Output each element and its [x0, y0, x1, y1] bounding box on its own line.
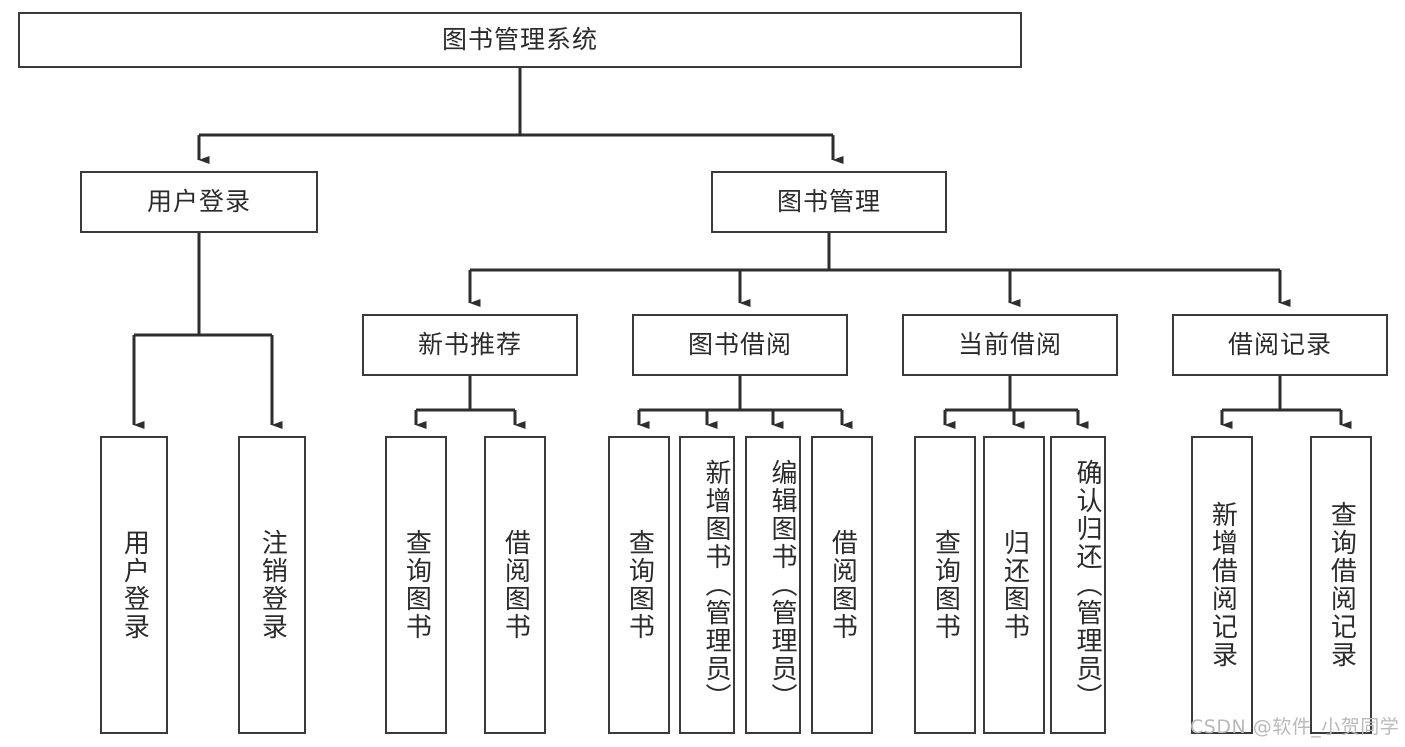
- node-root-system[interactable]: 图书管理系统: [18, 12, 1022, 68]
- node-current-borrow[interactable]: 当前借阅: [902, 314, 1118, 376]
- node-borrow-record[interactable]: 借阅记录: [1172, 314, 1388, 376]
- node-leaf-borrow-book[interactable]: 借阅图书: [811, 436, 873, 734]
- node-leaf-query-book-borrow[interactable]: 查询图书: [608, 436, 670, 734]
- node-leaf-edit-book-admin[interactable]: 编辑图书（管理员）: [745, 436, 801, 734]
- node-leaf-add-book-admin[interactable]: 新增图书（管理员）: [679, 436, 735, 734]
- node-user-login[interactable]: 用户登录: [80, 171, 318, 233]
- node-book-borrow[interactable]: 图书借阅: [632, 314, 848, 376]
- csdn-watermark: CSDN @软件_小贺同学: [1190, 716, 1400, 738]
- node-leaf-query-borrow-record[interactable]: 查询借阅记录: [1310, 436, 1372, 734]
- node-leaf-query-book-recommend[interactable]: 查询图书: [385, 436, 447, 734]
- node-leaf-return-book[interactable]: 归还图书: [983, 436, 1045, 734]
- node-leaf-confirm-return-admin[interactable]: 确认归还（管理员）: [1050, 436, 1106, 734]
- node-leaf-add-borrow-record[interactable]: 新增借阅记录: [1191, 436, 1253, 734]
- node-leaf-query-book-current[interactable]: 查询图书: [914, 436, 976, 734]
- node-leaf-borrow-book-recommend[interactable]: 借阅图书: [484, 436, 546, 734]
- node-leaf-user-login[interactable]: 用户登录: [100, 436, 168, 734]
- node-new-book-recommend[interactable]: 新书推荐: [362, 314, 578, 376]
- node-leaf-user-logout[interactable]: 注销登录: [238, 436, 306, 734]
- node-book-management[interactable]: 图书管理: [711, 171, 947, 233]
